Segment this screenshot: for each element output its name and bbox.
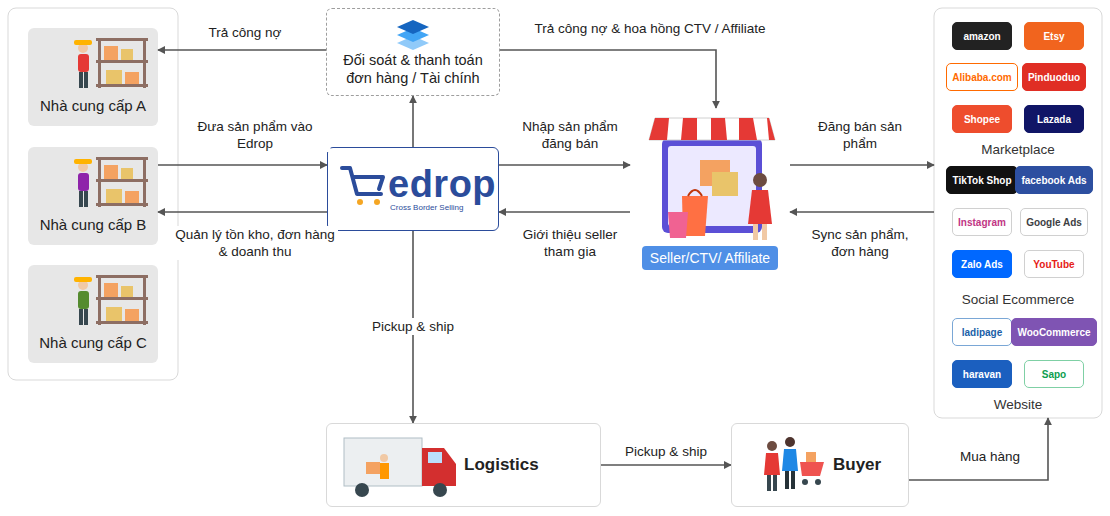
supplier-box: Nhà cung cấp B	[28, 147, 158, 245]
finance-icon	[397, 20, 429, 50]
node-label: Nhà cung cấp A	[40, 97, 146, 114]
node-label: Shopee	[964, 114, 1000, 125]
node-label: Zalo Ads	[961, 259, 1003, 270]
node-label: haravan	[963, 369, 1001, 380]
node-label: facebook Ads	[1021, 175, 1086, 186]
flow-arrow	[790, 164, 934, 166]
channel-panel	[934, 8, 1102, 418]
node-label: ladipage	[962, 327, 1003, 338]
channel-logo: Google Ads	[1020, 208, 1088, 236]
flow-arrow	[158, 211, 327, 213]
channel-logo: facebook Ads	[1015, 166, 1092, 194]
group-heading: Website	[934, 397, 1102, 412]
flow-arrow	[412, 96, 414, 147]
channel-logo: Alibaba.com	[946, 63, 1017, 91]
node-label: Google Ads	[1026, 217, 1082, 228]
channel-logo: Sapo	[1024, 360, 1084, 388]
channel-logo: ladipage	[952, 318, 1012, 346]
supplier-ground	[28, 147, 158, 245]
node-label: amazon	[963, 31, 1000, 42]
channel-logo: Shopee	[952, 105, 1012, 133]
channel-logo: YouTube	[1024, 250, 1084, 278]
flow-arrow	[790, 211, 934, 213]
cart-logo	[342, 168, 383, 205]
channel-logo: WooCommerce	[1011, 318, 1096, 346]
edge-label: Nhập sản phẩm đăng bán	[512, 118, 628, 152]
buyer-illustration	[764, 437, 824, 491]
channel-logo: Lazada	[1024, 105, 1084, 133]
channel-logo: haravan	[952, 360, 1012, 388]
group-heading: Marketplace	[934, 142, 1102, 157]
node-label: Instagram	[958, 217, 1006, 228]
node-label: Pinduoduo	[1028, 72, 1080, 83]
channel-panel-node: amazon EtsyAlibaba.com PinduoduoShopee Laza…	[934, 8, 1102, 418]
node-label: Etsy	[1043, 31, 1064, 42]
supplier-figure	[74, 38, 148, 88]
node-label: WooCommerce	[1017, 327, 1090, 338]
logo-word: edrop	[388, 165, 496, 203]
flow-arrow	[499, 211, 630, 213]
node-label: Logistics	[464, 455, 539, 475]
logistics-box: Logistics	[326, 423, 601, 507]
supplier-ground	[28, 265, 158, 363]
edge-label: Mua hàng	[957, 448, 1023, 465]
node-label: TikTok Shop	[952, 175, 1011, 186]
channel-logo: Instagram	[952, 208, 1012, 236]
seller-node: Seller/CTV/ Affiliate	[630, 108, 790, 270]
channel-logo: TikTok Shop	[946, 166, 1017, 194]
node-label: Buyer	[833, 455, 881, 475]
supplier-figure	[74, 157, 148, 207]
node-label: Nhà cung cấp B	[40, 216, 147, 233]
flow-arrow	[500, 50, 716, 108]
edrop-box: edropCross Border Selling	[327, 147, 499, 231]
seller-illustration	[649, 118, 775, 240]
edge-label: Đăng bán sản phẩm	[802, 118, 918, 152]
edge-label: Quản lý tồn kho, đơn hàng & doanh thu	[172, 226, 338, 260]
channel-logo: Zalo Ads	[952, 250, 1012, 278]
channel-logo: amazon	[952, 22, 1012, 50]
channel-logo: Etsy	[1024, 22, 1084, 50]
edge-label: Sync sản phẩm, đơn hàng	[797, 226, 923, 260]
flow-arrow	[601, 464, 731, 466]
node-label: Đối soát & thanh toán đơn hàng / Tài chí…	[333, 51, 493, 87]
tagline: Cross Border Selling	[388, 203, 463, 213]
channel-logo: Pinduoduo	[1022, 63, 1086, 91]
supplier-panel	[8, 8, 178, 380]
flow-arrow	[158, 164, 327, 166]
role-badge: Seller/CTV/ Affiliate	[642, 246, 778, 270]
edge-label: Giới thiệu seller tham gia	[512, 226, 628, 260]
edge-label: Trả công nợ	[206, 24, 285, 41]
truck-illustration	[344, 438, 456, 497]
buyer-box: Buyer	[731, 423, 909, 507]
supplier-box: Nhà cung cấp A	[28, 28, 158, 126]
node-label: YouTube	[1033, 259, 1074, 270]
edge-label: Trả công nợ & hoa hồng CTV / Affiliate	[532, 20, 769, 37]
group-heading: Social Ecommerce	[934, 292, 1102, 307]
flow-arrow	[499, 164, 630, 166]
node-label: Sapo	[1042, 369, 1066, 380]
node-label: Alibaba.com	[952, 72, 1011, 83]
supplier-figure	[74, 275, 148, 325]
supplier-box: Nhà cung cấp C	[28, 265, 158, 363]
edge-label: Đưa sản phẩm vào Edrop	[180, 118, 331, 152]
edge-label: Pickup & ship	[622, 443, 710, 460]
node-label: Nhà cung cấp C	[39, 334, 147, 351]
flow-arrow	[909, 418, 1048, 480]
finance-box: Đối soát & thanh toán đơn hàng / Tài chí…	[326, 8, 500, 96]
supplier-ground	[28, 28, 158, 126]
edge-label: Pickup & ship	[369, 318, 457, 335]
node-label: Lazada	[1037, 114, 1071, 125]
flow-arrow	[158, 49, 326, 51]
